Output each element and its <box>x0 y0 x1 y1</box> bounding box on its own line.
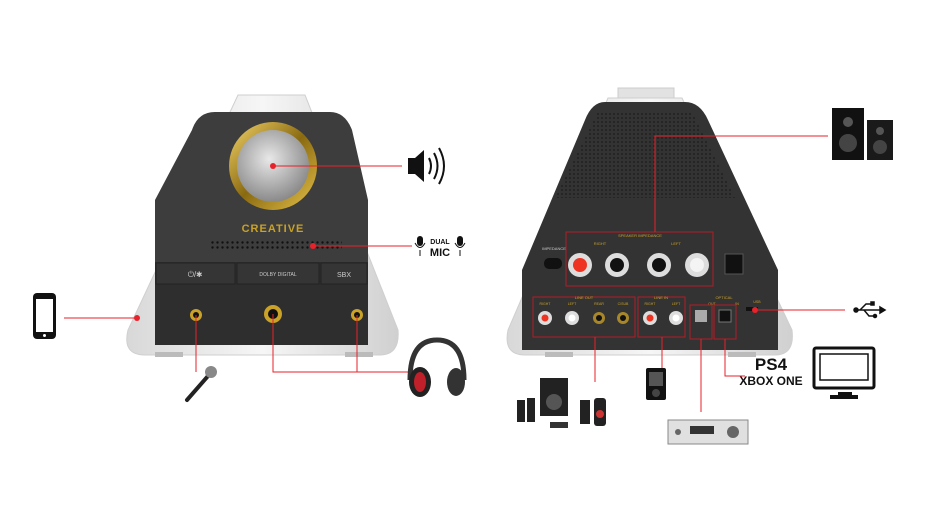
optical-label: OPTICAL <box>715 295 733 300</box>
music-player-icon <box>646 368 666 400</box>
speaker-left-label: LEFT <box>671 241 681 246</box>
creative-logo: CREATIVE <box>242 223 305 235</box>
dolby-button[interactable] <box>236 262 320 285</box>
line-out-label: LINE OUT <box>575 295 594 300</box>
impedance-switch[interactable] <box>544 258 562 269</box>
console-labels: PS4 XBOX ONE <box>739 355 802 388</box>
headphones-icon <box>407 337 467 397</box>
connection-lines <box>64 135 845 412</box>
av-receiver-icon <box>667 419 749 445</box>
line-out-right-label: RIGHT <box>540 302 552 306</box>
rear-device: SPEAKER IMPEDANCE RIGHT LEFT IMPEDANCE L… <box>506 87 793 357</box>
line-in-right-label: RIGHT <box>645 302 657 306</box>
sbx-label: SBX <box>337 272 351 279</box>
ps4-label: PS4 <box>755 355 788 374</box>
power-bluetooth-label: ⏻/✱ <box>188 270 203 279</box>
optical-in-label: IN <box>735 302 739 306</box>
power-bluetooth-button[interactable] <box>155 262 236 285</box>
speaker-right-label: RIGHT <box>594 241 607 246</box>
impedance-label: IMPEDANCE <box>542 246 566 251</box>
surround-speakers-icon <box>517 378 606 428</box>
usb-label: USB <box>753 300 761 304</box>
dual-label: DUAL <box>430 239 450 246</box>
dolby-label: DOLBY DIGITAL <box>259 272 297 278</box>
line-in-label: LINE IN <box>654 295 668 300</box>
front-device: CREATIVE ⏻/✱ DOLBY DIGITAL SBX <box>126 94 399 357</box>
speaker-grille <box>555 112 735 198</box>
optical-out-label: OUT <box>708 302 716 306</box>
line-in-left-label: LEFT <box>672 302 681 306</box>
volume-icon <box>408 147 445 185</box>
mic-grille <box>210 240 342 251</box>
line-out-csub-label: C/SUB <box>618 302 629 306</box>
mic-label: MIC <box>430 247 450 259</box>
bookshelf-speakers-icon <box>832 108 893 160</box>
sbx-button[interactable] <box>320 262 368 285</box>
speaker-impedance-label: SPEAKER IMPEDANCE <box>618 233 662 238</box>
dual-mic-icon: DUAL MIC <box>414 236 466 259</box>
tv-icon <box>812 346 876 399</box>
line-out-left-label: LEFT <box>568 302 577 306</box>
usb-icon <box>853 301 887 319</box>
microphone-icon <box>185 366 217 402</box>
line-out-rear-label: REAR <box>594 302 604 306</box>
xbox-one-label: XBOX ONE <box>739 374 802 388</box>
smartphone-icon <box>33 293 56 339</box>
